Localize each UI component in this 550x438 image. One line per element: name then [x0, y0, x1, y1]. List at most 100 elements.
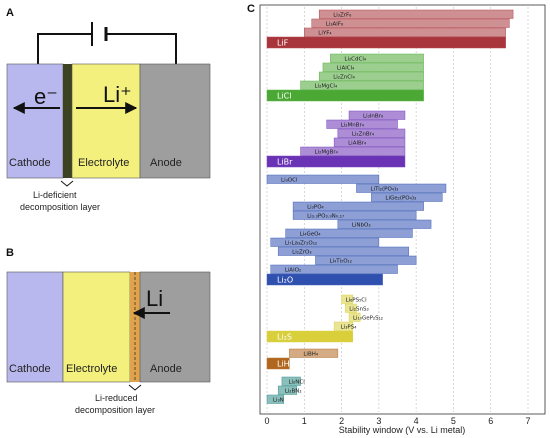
x-tick-label: 5 — [451, 416, 456, 426]
x-tick-label: 4 — [414, 416, 419, 426]
bar-label: Li₃.₃PO₃.₉N₀.₁₇ — [307, 213, 344, 219]
panel-a-letter: A — [6, 7, 14, 19]
bar-label: Li₃AlF₆ — [326, 21, 344, 27]
stability-bar — [337, 219, 432, 229]
bar-label: LiF — [277, 39, 289, 48]
stability-bar — [266, 155, 406, 168]
x-axis-label: Stability window (V vs. Li metal) — [339, 425, 466, 435]
panel-b: B Li Cathode Electrolyte Anode Li-reduce… — [6, 247, 211, 415]
layer-caption-line1: Li-deficient — [33, 190, 77, 200]
bar-label: Li₂ZnBr₄ — [352, 131, 375, 137]
stability-bar — [300, 146, 406, 156]
plot-frame — [259, 4, 546, 415]
stability-bar — [281, 376, 301, 386]
stability-bar — [270, 264, 398, 274]
bar-label: LiYF₄ — [318, 30, 332, 36]
stability-bar — [266, 330, 354, 343]
anode-region — [139, 63, 211, 179]
bar-label: Li₂ZnCl₄ — [333, 74, 355, 80]
cathode-region — [6, 63, 64, 179]
stability-bar — [266, 174, 380, 184]
bar-label: Li₂MgBr₄ — [315, 149, 339, 155]
bar-label: LiBH₄ — [303, 351, 319, 357]
stability-bar — [266, 357, 290, 370]
stability-bar — [326, 119, 398, 129]
electrolyte-label: Electrolyte — [66, 363, 117, 375]
bar-label: Li₂BN₂ — [285, 388, 302, 394]
stability-bar — [277, 246, 409, 256]
stability-bar — [311, 18, 510, 28]
x-tick-label: 7 — [525, 416, 530, 426]
bar-label: LiH — [277, 360, 290, 369]
stability-bar — [371, 192, 443, 202]
bar-label: LiAlCl₄ — [337, 65, 355, 71]
bar-label: Li₂NCl — [288, 379, 305, 385]
stability-bar — [266, 36, 506, 49]
anode-region — [139, 271, 211, 383]
li-deficient-layer — [63, 64, 72, 178]
stability-bar — [333, 321, 354, 331]
bar-label: Li₂CdCl₄ — [344, 56, 366, 62]
bar-label: Li₂S — [277, 333, 292, 342]
stability-bar — [277, 385, 298, 395]
layer-caption-line2: decomposition layer — [20, 202, 100, 212]
stability-bar — [292, 210, 417, 220]
stability-bar — [318, 9, 514, 19]
bar-label: LiAlO₂ — [285, 267, 301, 273]
grid — [266, 7, 529, 412]
bar-label: LiCl — [277, 92, 292, 101]
bar-label: LiBr — [277, 158, 293, 167]
bars: Li₃ZrF₆ Li₃AlF₆ LiYF₄ LiF Li₂CdCl₄ LiAlCl₄ Li₂… — [266, 9, 514, 404]
bar-label: Li₁₀GeP₂S₁₂ — [353, 315, 383, 321]
electron-label: e⁻ — [34, 84, 58, 109]
stability-bar — [341, 294, 354, 304]
stability-bar — [270, 237, 380, 247]
bar-label: Li₄GeO₄ — [300, 231, 322, 237]
bar-label: Li₄Ti₅O₁₂ — [329, 258, 351, 264]
stability-bar — [348, 312, 361, 322]
stability-bar — [337, 128, 406, 138]
bar-label: Li₂O — [277, 276, 293, 285]
panel-a: A e⁻ Li⁺ Cathode Electrolyte Anode Li-de… — [6, 7, 211, 212]
electrolyte-region — [62, 271, 131, 383]
bar-label: Li₃OCl — [281, 177, 298, 183]
stability-bar — [285, 228, 413, 238]
li-label: Li — [146, 286, 163, 311]
stability-bar — [266, 89, 424, 102]
bar-label: Li₆PS₅Cl — [345, 297, 367, 303]
stability-bar — [348, 110, 406, 120]
stability-bar — [304, 27, 506, 37]
anode-label: Anode — [150, 363, 182, 375]
cathode-label: Cathode — [9, 363, 51, 375]
bar-label: Li₃PO₄ — [307, 204, 324, 210]
x-tick-label: 1 — [302, 416, 307, 426]
bar-label: LiTi₂(PO₄)₃ — [370, 186, 398, 192]
stability-bar — [266, 273, 383, 286]
bar-label: Li₇La₃Zr₂O₁₂ — [285, 240, 317, 246]
stability-bar — [330, 53, 424, 63]
bar-label: Li₂SnS₃ — [349, 306, 368, 312]
stability-bar — [266, 394, 285, 404]
stability-bar — [345, 303, 357, 313]
bar-label: LiAlBr₄ — [348, 140, 367, 146]
layer-pointer — [128, 384, 142, 391]
stability-bar — [322, 62, 424, 72]
bar-label: Li₂MgCl₄ — [315, 83, 338, 89]
anode-label: Anode — [150, 157, 182, 169]
stability-bar — [292, 201, 424, 211]
circuit-wire — [37, 33, 177, 64]
panel-c-letter: C — [247, 3, 255, 15]
bar-label: Li₃N — [273, 397, 284, 403]
layer-caption-line2: decomposition layer — [75, 405, 155, 415]
x-tick-label: 3 — [376, 416, 381, 426]
x-tick-label: 2 — [339, 416, 344, 426]
stability-bar — [300, 80, 424, 90]
panel-b-letter: B — [6, 247, 14, 259]
bar-label: Li₃ZrF₆ — [333, 12, 352, 18]
cathode-region — [6, 271, 64, 383]
stability-bar — [356, 183, 447, 193]
bar-label: Li₃InBr₆ — [363, 113, 384, 119]
bar-label: Li₂MnBr₄ — [341, 122, 365, 128]
